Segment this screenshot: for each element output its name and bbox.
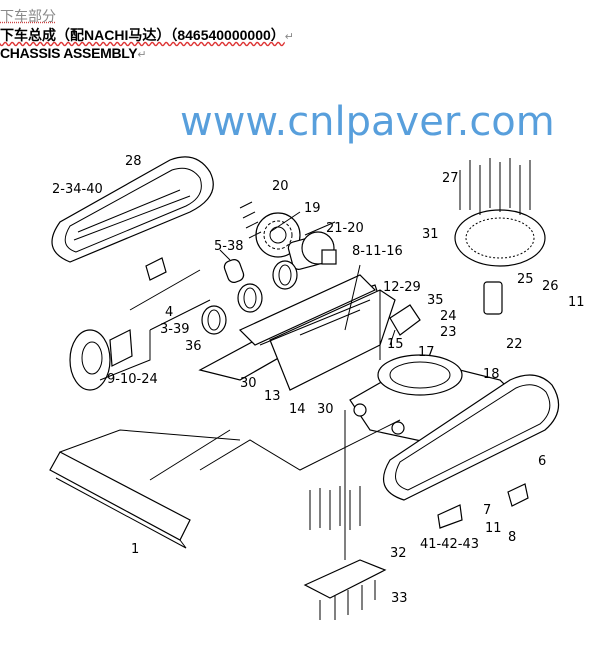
callout-20: 20 (272, 179, 289, 194)
bottom-bolts (309, 486, 361, 530)
callout-32: 32 (390, 546, 407, 561)
watermark: www.cnlpaver.com (180, 99, 555, 145)
callout-11b: 11 (485, 521, 502, 536)
section-heading: 下车部分 (0, 8, 56, 24)
callout-26: 26 (542, 279, 559, 294)
bushing (223, 259, 245, 283)
callout-13: 13 (264, 389, 281, 404)
callout-3-39: 3-39 (160, 322, 190, 337)
slewing-bearing (454, 209, 546, 267)
assembly-title-cn: 下车总成（配NACHI马达）（846540000000）↵ (0, 27, 294, 45)
paragraph-mark: ↵ (284, 31, 294, 43)
callout-17: 17 (418, 345, 435, 360)
assembly-title-en-text: CHASSIS ASSEMBLY (0, 45, 138, 61)
track-frame (198, 274, 396, 391)
motor-cover (389, 304, 421, 336)
guard-plate (507, 483, 529, 507)
callout-25: 25 (517, 272, 534, 287)
callout-30b: 30 (317, 402, 334, 417)
callout-8-11-16: 8-11-16 (352, 244, 403, 259)
assembly-title-en: CHASSIS ASSEMBLY↵ (0, 45, 147, 63)
callout-4: 4 (165, 305, 173, 320)
callout-21-20: 21-20 (326, 221, 364, 236)
callout-2-34-40: 2-34-40 (52, 182, 103, 197)
callout-8: 8 (508, 530, 516, 545)
assembly-title-cn-text: 下车总成（配NACHI马达）（846540000000） (0, 27, 285, 43)
callout-11: 11 (568, 295, 585, 310)
bottom-plate (303, 559, 387, 599)
callout-27: 27 (442, 171, 459, 186)
callout-28: 28 (125, 154, 142, 169)
callout-33: 33 (391, 591, 408, 606)
callout-31: 31 (422, 227, 439, 242)
idler-wheel (69, 329, 133, 391)
callout-1: 1 (131, 542, 139, 557)
sprocket-bolts (239, 201, 262, 239)
callout-9-10-24: 9-10-24 (107, 372, 158, 387)
callout-12-29: 12-29 (383, 280, 421, 295)
section-heading-text: 下车部分 (0, 8, 56, 24)
callout-30: 30 (240, 376, 257, 391)
callout-24: 24 (440, 309, 457, 324)
callout-14: 14 (289, 402, 306, 417)
callout-35: 35 (427, 293, 444, 308)
cover-plate (145, 257, 167, 281)
travel-motor (287, 231, 337, 270)
plate-bolts (319, 580, 376, 620)
callout-23: 23 (440, 325, 457, 340)
leader-lines (99, 211, 401, 560)
rubber-track-left (51, 156, 214, 263)
callout-7: 7 (483, 503, 491, 518)
callout-6: 6 (538, 454, 546, 469)
callout-41-42-43: 41-42-43 (420, 537, 479, 552)
paragraph-mark: ↵ (137, 49, 147, 61)
swivel-joint (483, 281, 503, 315)
callout-18: 18 (483, 367, 500, 382)
callout-5-38: 5-38 (214, 239, 244, 254)
dozer-blade (49, 429, 241, 549)
callout-15: 15 (387, 337, 404, 352)
callout-36: 36 (185, 339, 202, 354)
callout-19: 19 (304, 201, 321, 216)
callout-22: 22 (506, 337, 523, 352)
bracket (437, 504, 463, 529)
slewing-bolts (459, 158, 531, 215)
track-rollers (201, 260, 298, 335)
rubber-track-right (382, 374, 560, 501)
